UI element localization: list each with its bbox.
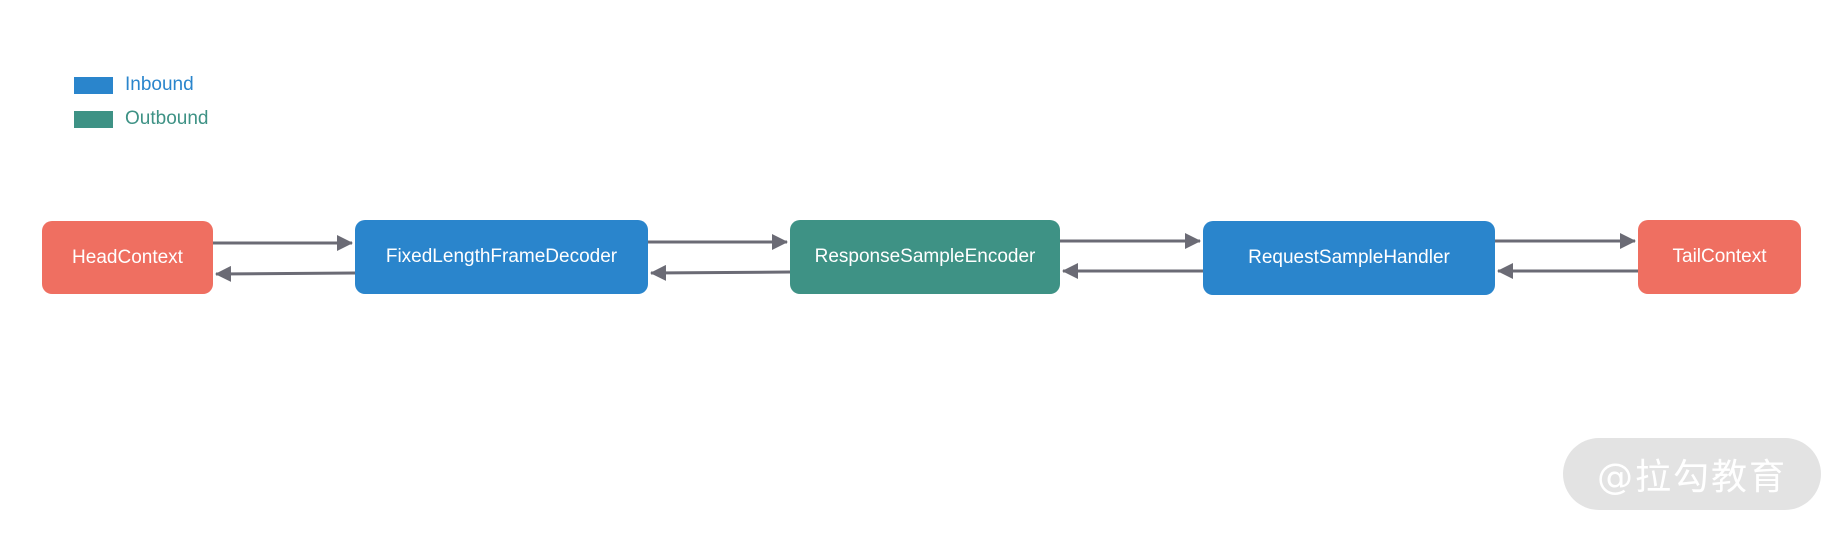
legend-inbound: Inbound xyxy=(74,74,194,96)
legend-outbound-swatch xyxy=(74,110,113,128)
legend-inbound-label: Inbound xyxy=(125,74,194,95)
node-tail-context: TailContext xyxy=(1638,220,1801,294)
node-fixed-length-frame-decoder-label: FixedLengthFrameDecoder xyxy=(385,246,618,267)
node-response-sample-encoder-label: ResponseSampleEncoder xyxy=(814,246,1036,267)
node-request-sample-handler-label: RequestSampleHandler xyxy=(1248,247,1450,268)
arrow-decoder-to-head xyxy=(215,265,356,282)
node-fixed-length-frame-decoder: FixedLengthFrameDecoder xyxy=(355,220,648,294)
arrow-encoder-to-decoder xyxy=(650,264,791,281)
legend-inbound-swatch xyxy=(74,76,113,94)
watermark-text: @拉勾教育 xyxy=(1596,457,1787,498)
legend-outbound-label: Outbound xyxy=(125,108,209,129)
node-tail-context-label: TailContext xyxy=(1672,246,1767,267)
watermark: @拉勾教育 xyxy=(1563,438,1821,510)
legend-outbound: Outbound xyxy=(74,108,208,130)
node-head-context: HeadContext xyxy=(42,221,213,294)
node-head-context-label: HeadContext xyxy=(72,246,183,268)
node-response-sample-encoder: ResponseSampleEncoder xyxy=(790,220,1060,294)
node-request-sample-handler: RequestSampleHandler xyxy=(1203,221,1495,295)
